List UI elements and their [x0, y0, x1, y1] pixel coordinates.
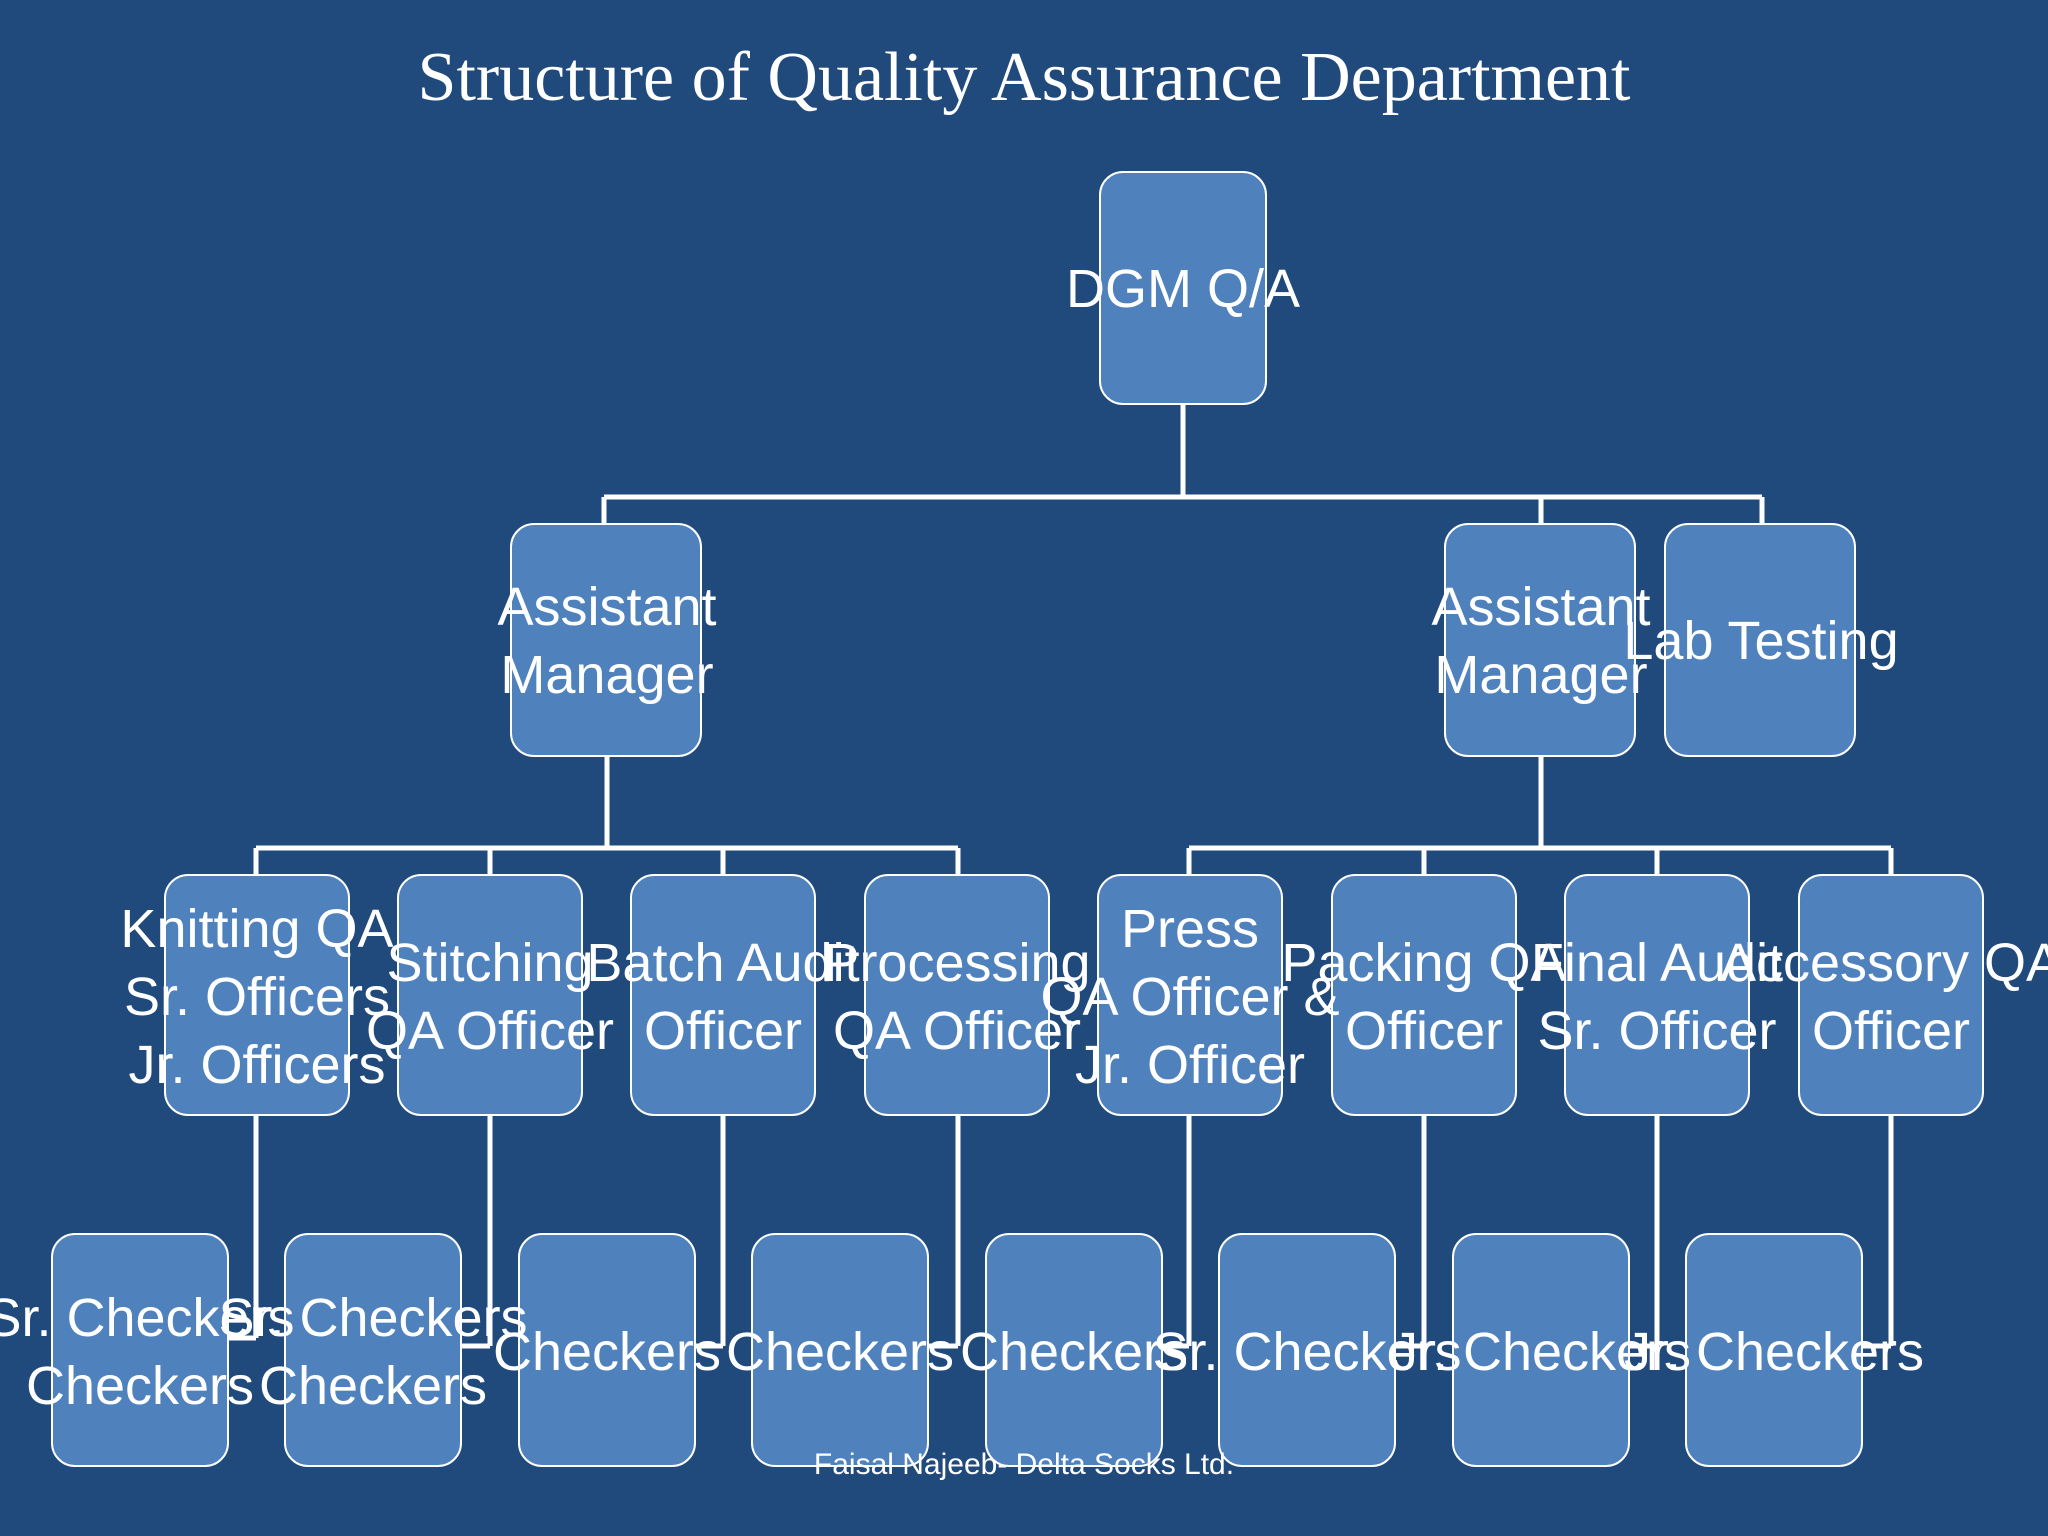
- org-node-label-stitch: Stitching QA Officer: [366, 929, 614, 1065]
- org-node-box-am2: [1444, 523, 1636, 757]
- org-node-label-line: Knitting QA: [120, 899, 394, 959]
- org-node-label-proc: Processing QA Officer: [823, 929, 1090, 1065]
- org-node-label-line: Press: [1120, 899, 1260, 959]
- org-node-label-line: QA Officer: [832, 1001, 1082, 1061]
- org-node-label-line: Processing: [823, 933, 1091, 993]
- org-node-label-line: Officer: [1811, 1001, 1971, 1061]
- org-node-box-proc: [864, 874, 1050, 1116]
- org-node-label-line: Batch Audit: [586, 933, 860, 993]
- org-node-label-line: Sr. Checkers: [218, 1288, 528, 1348]
- org-node-label-dgm: DGM Q/A: [1066, 255, 1300, 323]
- org-node-box-c_acc: [1685, 1233, 1863, 1467]
- org-node-label-line: Jr. Checkers: [1390, 1322, 1692, 1382]
- org-node-box-pack: [1331, 874, 1517, 1116]
- org-node-label-line: Jr. Officer: [1074, 1035, 1306, 1095]
- org-node-label-line: QA Officer &: [1040, 967, 1340, 1027]
- org-node-box-acc: [1798, 874, 1984, 1116]
- org-node-box-batch: [630, 874, 816, 1116]
- org-node-label-lab: Lab Testing: [1623, 607, 1898, 675]
- org-node-label-line: Checkers: [725, 1322, 955, 1382]
- org-node-label-line: Officer: [1344, 1001, 1504, 1061]
- org-node-box-c_final: [1452, 1233, 1630, 1467]
- org-node-box-c_batch: [518, 1233, 696, 1467]
- org-node-box-press: [1097, 874, 1283, 1116]
- org-node-box-c_stitch: [284, 1233, 462, 1467]
- org-node-box-final: [1564, 874, 1750, 1116]
- org-node-label-line: Packing QA: [1281, 933, 1567, 993]
- org-node-label-line: Assistant: [1431, 577, 1651, 637]
- org-node-box-c_pack: [1218, 1233, 1396, 1467]
- org-node-label-line: Sr. Officers: [123, 967, 391, 1027]
- org-node-label-line: Officer: [643, 1001, 803, 1061]
- org-node-label-line: Sr. Checkers: [1152, 1322, 1462, 1382]
- org-node-label-c_pack: Sr. Checkers: [1152, 1318, 1461, 1386]
- org-node-label-pack: Packing QA Officer: [1281, 929, 1566, 1065]
- org-node-label-press: Press QA Officer & Jr. Officer: [1040, 895, 1339, 1099]
- org-node-label-line: Checkers: [492, 1322, 722, 1382]
- org-node-label-c_proc: Checkers: [726, 1318, 954, 1386]
- org-node-label-line: Final Audit: [1530, 933, 1784, 993]
- org-node-label-line: Sr. Checkers: [0, 1288, 295, 1348]
- org-node-label-c_acc: Jr. Checkers: [1624, 1318, 1924, 1386]
- org-node-label-line: Accessory QA: [1719, 933, 2048, 993]
- org-node-label-line: Manager: [500, 645, 714, 705]
- org-node-label-line: QA Officer: [365, 1001, 615, 1061]
- org-node-label-c_press: Checkers: [960, 1318, 1188, 1386]
- org-node-label-c_final: Jr. Checkers: [1391, 1318, 1691, 1386]
- footer-credit: Faisal Najeeb- Delta Socks Ltd.: [813, 1448, 1235, 1481]
- org-node-box-c_knit: [51, 1233, 229, 1467]
- org-node-box-stitch: [397, 874, 583, 1116]
- org-node-label-line: Lab Testing: [1623, 611, 1899, 671]
- org-node-label-line: Checkers: [959, 1322, 1189, 1382]
- org-node-box-c_press: [985, 1233, 1163, 1467]
- slide-title: Structure of Quality Assurance Departmen…: [417, 39, 1631, 116]
- org-node-label-line: Checkers: [25, 1356, 255, 1416]
- org-node-label-line: DGM Q/A: [1065, 259, 1301, 319]
- org-node-box-c_proc: [751, 1233, 929, 1467]
- org-node-label-line: Stitching: [386, 933, 594, 993]
- org-node-box-dgm: [1099, 171, 1267, 405]
- org-node-label-line: Assistant: [497, 577, 717, 637]
- org-node-label-acc: Accessory QA Officer: [1720, 929, 2048, 1065]
- org-node-box-knit: [164, 874, 350, 1116]
- org-node-box-lab: [1664, 523, 1856, 757]
- org-node-label-line: Checkers: [258, 1356, 488, 1416]
- org-node-label-line: Jr. Officers: [128, 1035, 386, 1095]
- org-node-label-line: Jr. Checkers: [1623, 1322, 1925, 1382]
- org-node-label-c_batch: Checkers: [493, 1318, 721, 1386]
- org-node-box-am1: [510, 523, 702, 757]
- org-node-label-line: Sr. Officer: [1537, 1001, 1777, 1061]
- org-node-label-line: Manager: [1434, 645, 1648, 705]
